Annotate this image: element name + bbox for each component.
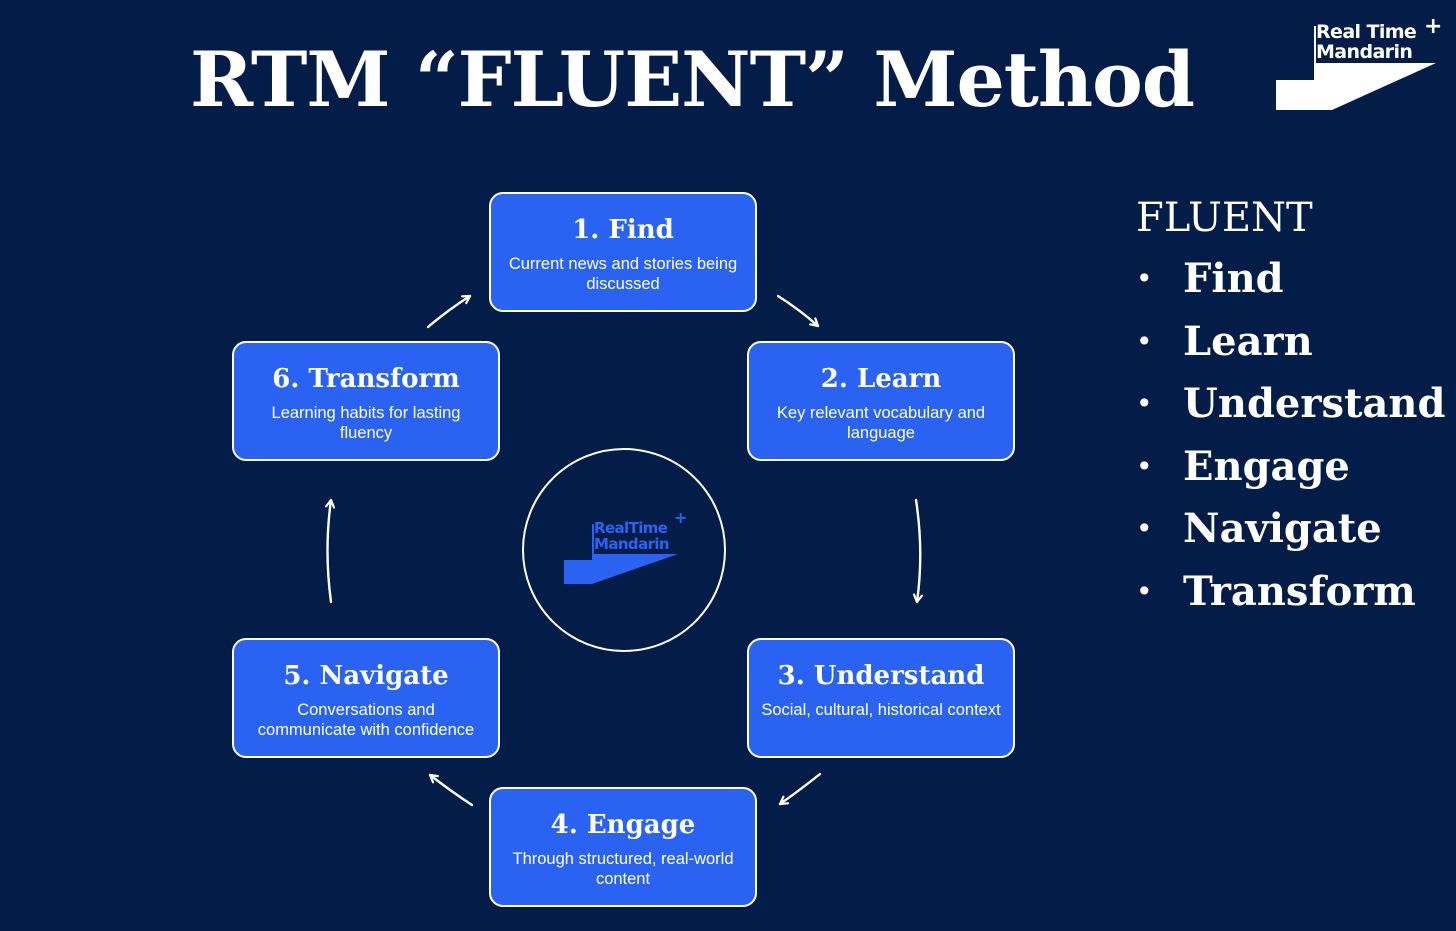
step-understand: 3. Understand Social, cultural, historic…: [747, 638, 1015, 758]
list-item-label: Find: [1183, 255, 1284, 302]
arrow-learn-to-understand: [916, 498, 920, 604]
center-logo-line2: Mandarin: [594, 535, 670, 553]
step-description: Social, cultural, historical context: [761, 701, 1001, 719]
list-item: • Understand: [1136, 375, 1445, 438]
list-item: • Navigate: [1136, 500, 1445, 563]
list-item: • Transform: [1136, 563, 1445, 626]
fluent-list-heading: FLUENT: [1136, 195, 1313, 241]
bullet-icon: •: [1136, 324, 1153, 358]
step-title: 6. Transform: [272, 364, 460, 394]
center-logo-plus: +: [674, 508, 688, 527]
brand-logo-plus: +: [1424, 14, 1443, 39]
center-logo-text: RealTime Mandarin: [594, 519, 670, 553]
step-title: 4. Engage: [550, 810, 696, 840]
center-logo-swoosh: [564, 524, 678, 584]
list-item-label: Transform: [1183, 567, 1416, 615]
page-title: RTM “FLUENT” Method: [190, 35, 1195, 124]
step-description: Conversations and communicate with confi…: [257, 701, 475, 739]
center-logo-line1: RealTime: [594, 519, 668, 537]
arrow-understand-to-engage: [778, 772, 822, 806]
bullet-icon: •: [1136, 387, 1153, 420]
step-description: Key relevant vocabulary and language: [776, 404, 986, 442]
bullet-icon: •: [1136, 449, 1153, 483]
list-item-label: Navigate: [1183, 505, 1382, 552]
arrow-transform-to-find: [426, 294, 472, 329]
fluent-list: • Find • Learn • Understand • Engage • Naviga…: [1136, 250, 1445, 625]
list-item-label: Understand: [1183, 380, 1446, 427]
bullet-icon: •: [1136, 262, 1153, 295]
list-item: • Find: [1136, 250, 1445, 313]
step-title: 1. Find: [572, 215, 674, 245]
brand-logo-line2: Mandarin: [1316, 41, 1413, 63]
brand-logo: Real Time Mandarin +: [1276, 14, 1442, 110]
step-title: 5. Navigate: [283, 661, 449, 691]
brand-logo-swoosh: [1276, 26, 1436, 110]
center-logo-circle: RealTime Mandarin +: [522, 448, 726, 652]
list-item-label: Learn: [1183, 317, 1313, 365]
list-item: • Engage: [1136, 438, 1445, 501]
list-item: • Learn: [1136, 313, 1445, 376]
arrow-engage-to-navigate: [428, 773, 474, 807]
step-title: 3. Understand: [777, 661, 985, 691]
step-description: Through structured, real-world content: [512, 850, 734, 888]
step-learn: 2. Learn Key relevant vocabulary and lan…: [747, 341, 1015, 461]
step-description: Learning habits for lasting fluency: [271, 404, 461, 442]
step-description: Current news and stories being discussed: [508, 255, 738, 293]
arrow-find-to-learn: [776, 294, 820, 328]
step-transform: 6. Transform Learning habits for lasting…: [232, 341, 500, 461]
step-engage: 4. Engage Through structured, real-world…: [489, 787, 757, 907]
step-title: 2. Learn: [820, 364, 942, 394]
arrow-navigate-to-transform: [328, 498, 332, 604]
list-item-label: Engage: [1183, 442, 1350, 490]
step-find: 1. Find Current news and stories being d…: [489, 192, 757, 312]
brand-logo-line1: Real Time: [1316, 21, 1417, 43]
step-navigate: 5. Navigate Conversations and communicat…: [232, 638, 500, 758]
bullet-icon: •: [1136, 512, 1153, 545]
bullet-icon: •: [1136, 574, 1153, 608]
brand-logo-text: Real Time Mandarin: [1316, 21, 1417, 63]
